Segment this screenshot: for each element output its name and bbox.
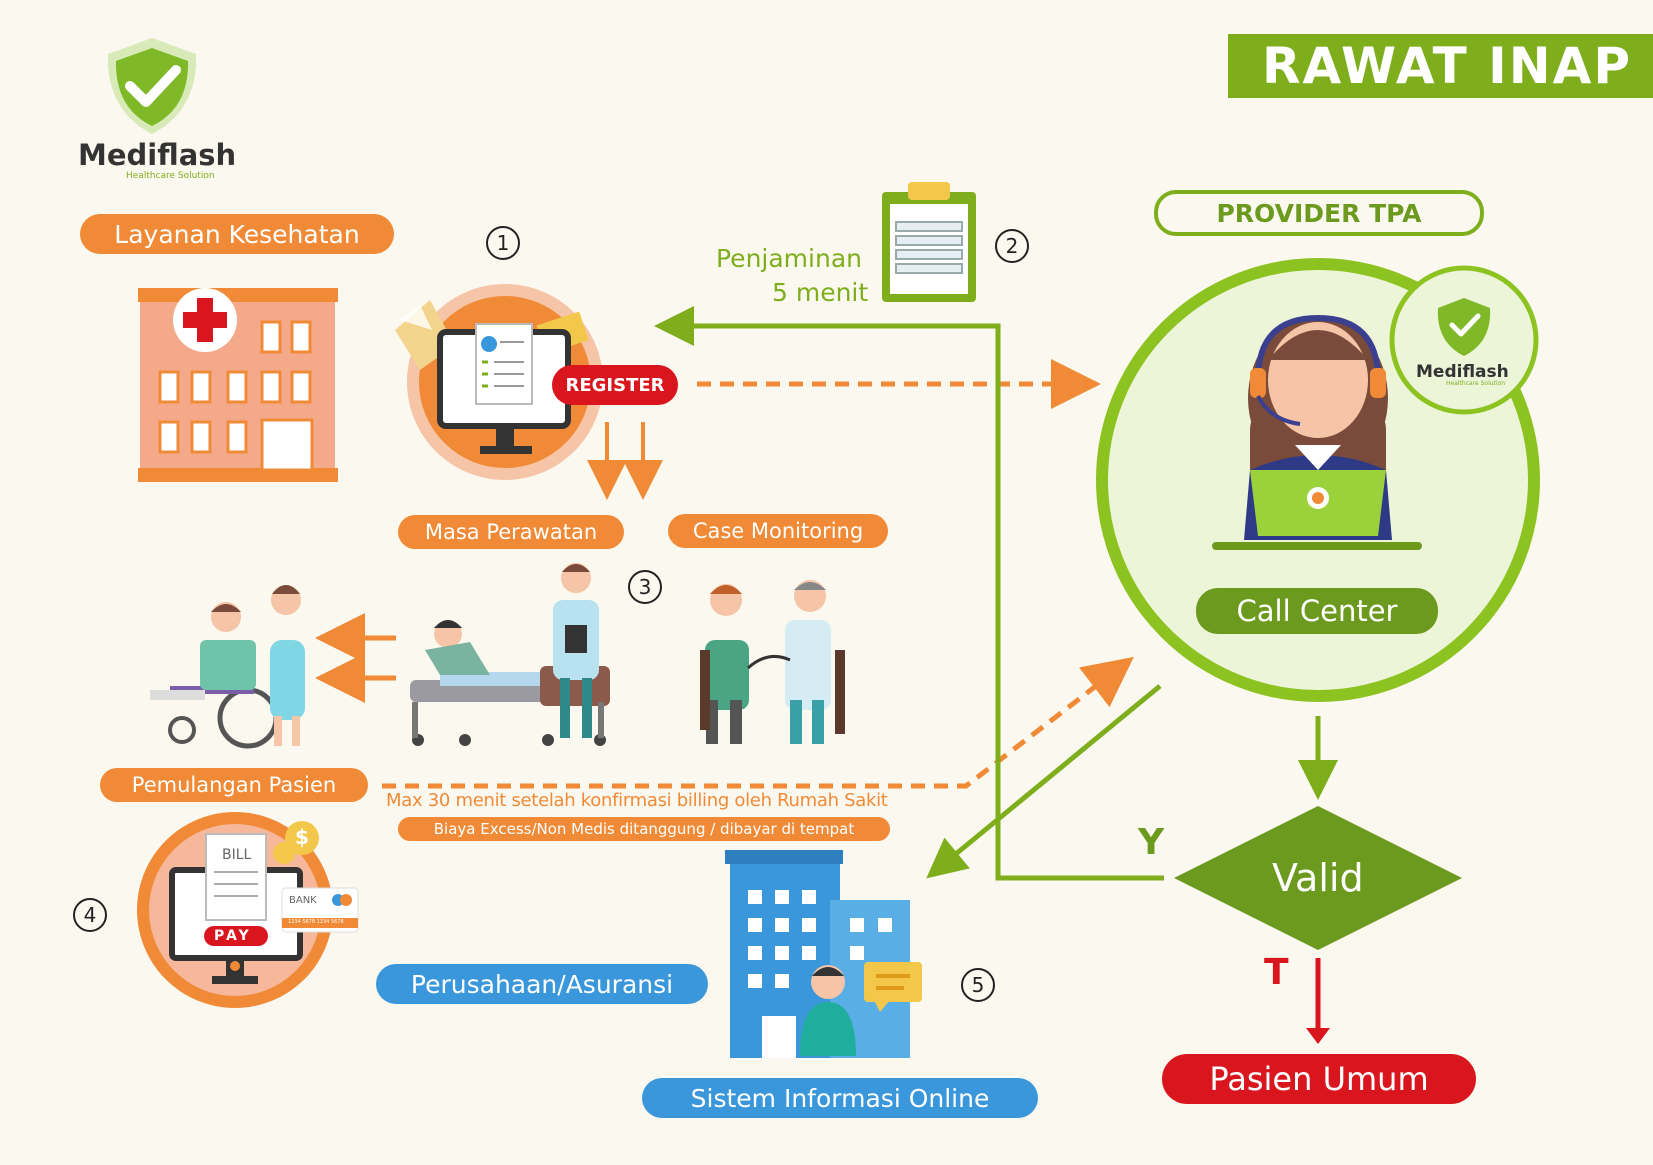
biaya-note: Biaya Excess/Non Medis ditanggung / diba… bbox=[398, 817, 890, 841]
masa-perawatan-text: Masa Perawatan bbox=[424, 520, 598, 544]
max30-note: Max 30 menit setelah konfirmasi billing … bbox=[386, 790, 888, 811]
step-3: 3 bbox=[628, 570, 662, 604]
arrow-head-umum bbox=[1306, 1028, 1330, 1044]
bill-payment-icon bbox=[137, 812, 359, 1008]
yes-label: Y bbox=[1138, 822, 1165, 863]
pasien-umum-label: Pasien Umum bbox=[1162, 1054, 1476, 1104]
hospital-bed-doctor-icon bbox=[410, 563, 610, 746]
register-text: REGISTER bbox=[565, 374, 665, 396]
badge-logo-tagline: Healthcare Solution bbox=[1446, 380, 1506, 387]
pemulangan-pasien-text: Pemulangan Pasien bbox=[131, 773, 337, 797]
perusahaan-asuransi-text: Perusahaan/Asuransi bbox=[410, 969, 674, 999]
computer-register-icon bbox=[395, 284, 603, 480]
biaya-note-text: Biaya Excess/Non Medis ditanggung / diba… bbox=[433, 820, 855, 838]
penjaminan-line2: 5 menit bbox=[772, 278, 869, 307]
provider-tpa-label: PROVIDER TPA bbox=[1154, 190, 1484, 236]
bank-text: BANK bbox=[289, 895, 317, 906]
clipboard-icon bbox=[882, 182, 976, 302]
pemulangan-pasien-label: Pemulangan Pasien bbox=[100, 768, 368, 802]
sistem-informasi-text: Sistem Informasi Online bbox=[690, 1083, 990, 1113]
call-center-label: Call Center bbox=[1196, 588, 1438, 634]
wheelchair-nurse-icon bbox=[150, 585, 305, 749]
step-5: 5 bbox=[961, 968, 995, 1002]
perusahaan-asuransi-label: Perusahaan/Asuransi bbox=[376, 964, 708, 1004]
masa-perawatan-label: Masa Perawatan bbox=[398, 515, 624, 549]
pay-text: PAY bbox=[214, 928, 252, 944]
hospital-icon bbox=[138, 288, 338, 482]
card-number-text: 1234 5678 1234 5678 bbox=[288, 919, 344, 925]
sistem-informasi-label: Sistem Informasi Online bbox=[642, 1078, 1038, 1118]
arrow-valid-yes-to-register bbox=[654, 306, 1164, 881]
case-monitoring-label: Case Monitoring bbox=[668, 514, 888, 548]
badge-logo-name: Mediflash bbox=[1416, 362, 1509, 382]
arrow-discharge-to-callcenter bbox=[382, 656, 1134, 789]
step-2: 2 bbox=[995, 229, 1029, 263]
register-button[interactable]: REGISTER bbox=[552, 365, 678, 405]
office-building-icon bbox=[725, 850, 922, 1058]
no-label: T bbox=[1264, 952, 1289, 993]
doctor-consultation-icon bbox=[700, 580, 845, 744]
valid-diamond bbox=[1174, 806, 1462, 950]
valid-text: Valid bbox=[1272, 856, 1364, 900]
call-center-text: Call Center bbox=[1236, 594, 1398, 628]
arrow-callcenter-to-office bbox=[926, 684, 1162, 879]
page-title: RAWAT INAP bbox=[1228, 34, 1653, 98]
bill-text: BILL bbox=[222, 847, 252, 863]
shield-check-icon bbox=[107, 38, 197, 134]
logo-name: Mediflash bbox=[78, 138, 237, 172]
page-title-text: RAWAT INAP bbox=[1262, 37, 1632, 95]
layanan-kesehatan-label: Layanan Kesehatan bbox=[80, 214, 394, 254]
mediflash-badge bbox=[1389, 265, 1539, 415]
provider-tpa-text: PROVIDER TPA bbox=[1216, 198, 1422, 228]
step-4: 4 bbox=[73, 898, 107, 932]
step-1: 1 bbox=[486, 226, 520, 260]
logo-tagline: Healthcare Solution bbox=[126, 171, 215, 181]
dollar-text: $ bbox=[295, 825, 309, 849]
layanan-kesehatan-text: Layanan Kesehatan bbox=[114, 219, 360, 249]
case-monitoring-text: Case Monitoring bbox=[692, 519, 864, 543]
penjaminan-line1: Penjaminan bbox=[716, 244, 862, 273]
pasien-umum-text: Pasien Umum bbox=[1209, 1060, 1429, 1098]
